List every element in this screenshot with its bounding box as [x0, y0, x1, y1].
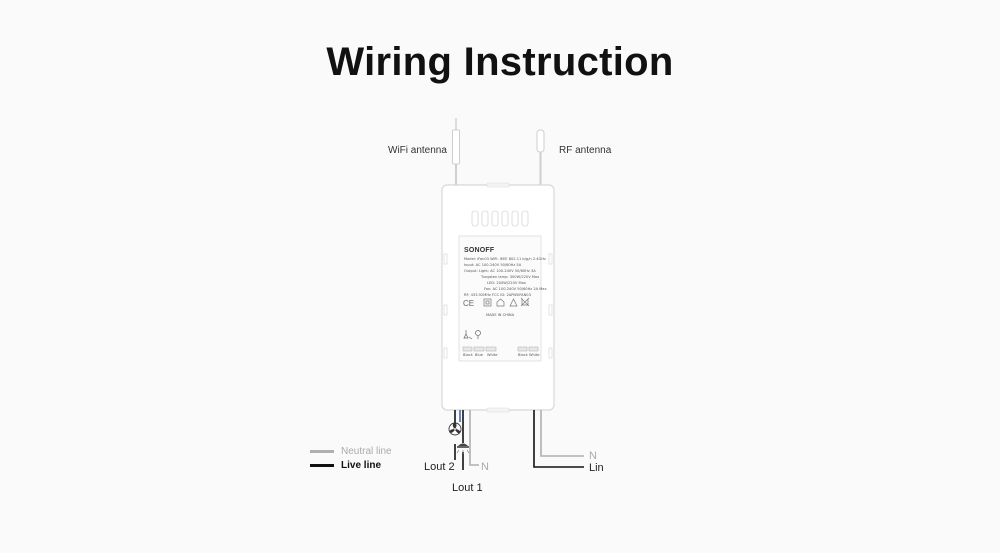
legend-live-label: Live line [341, 459, 382, 471]
spec-line: Model: iFan03 WiFi: IEEE 802.11 b/g/n 2.… [464, 257, 546, 261]
wifi-antenna-label: WiFi antenna [388, 145, 447, 156]
brand-logo: SONOFF [464, 247, 495, 254]
lin-label: Lin [589, 462, 604, 474]
wire-neutral-left [469, 410, 479, 466]
legend-live: Live line [310, 458, 381, 472]
terminal-label: White [487, 353, 498, 357]
terminal-block-right [517, 346, 539, 352]
neutral-right-label: N [589, 450, 597, 462]
indoor-icon [496, 298, 505, 307]
device-vents [471, 210, 529, 227]
spec-line: Output: Light: AC 100-240V 50/60Hz 3A [464, 269, 536, 273]
panel-fan-icon [463, 330, 473, 340]
warning-icon [509, 298, 518, 307]
fan-icon [448, 422, 462, 436]
weee-bin-icon [520, 297, 530, 307]
legend-live-swatch [310, 463, 334, 467]
page-title: Wiring Instruction [326, 40, 674, 84]
certification-icons: CE [463, 297, 530, 308]
legend-neutral: Neutral line [310, 444, 392, 458]
wire-lin-live [533, 410, 584, 468]
terminal-block-left [462, 346, 497, 352]
spec-line: Input: AC 100-240V 50/60Hz 5A [464, 263, 522, 267]
sonoff-device [441, 182, 555, 413]
ce-mark-icon: CE [463, 299, 474, 308]
legend-neutral-swatch [310, 449, 334, 453]
rf-antenna-label: RF antenna [559, 145, 612, 156]
wires [454, 410, 584, 470]
double-insulation-icon [483, 298, 492, 307]
wifi-antenna [452, 118, 460, 190]
panel-bulb-icon [475, 330, 481, 336]
spec-line: LED: 200W/220V Max [487, 281, 527, 285]
terminal-label: Blue [475, 353, 484, 357]
neutral-left-label: N [481, 461, 489, 473]
spec-line: Fan: AC 100-240V 50/60Hz 2A Max [484, 287, 548, 291]
terminal-label: White [529, 353, 540, 357]
legend-neutral-label: Neutral line [341, 445, 392, 457]
double-insulation-inner-icon [485, 300, 490, 305]
wire-neutral-right [540, 410, 584, 457]
terminal-label: Black [463, 353, 474, 357]
lamp-icon [456, 443, 470, 454]
spec-line: Tungsten lamp: 300W/220V Max [480, 275, 540, 279]
spec-line: RF: 433.92MHz FCC ID: 2APN5IFAN03 [464, 293, 531, 297]
lout2-label: Lout 2 [424, 461, 455, 473]
lout1-label: Lout 1 [452, 482, 483, 494]
terminal-label: Black [518, 353, 529, 357]
made-in-label: MADE IN CHINA [486, 313, 515, 317]
panel-fan-light-icons [463, 330, 481, 340]
rf-antenna [536, 129, 545, 190]
